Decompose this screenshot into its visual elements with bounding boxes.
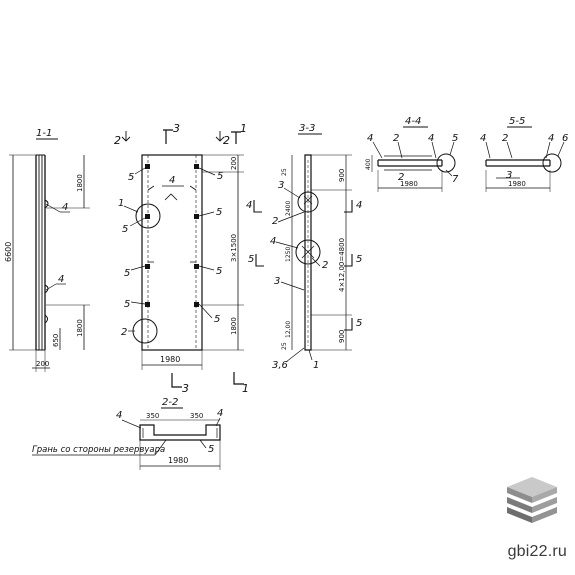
callout-5-h: 5 [214, 314, 220, 325]
cut-5-left: 5 [248, 254, 254, 265]
dim-650: 650 [52, 334, 60, 347]
section-3-3-title: 3-3 [299, 123, 315, 134]
callout-4-5-5-left: 4 [480, 133, 486, 144]
cut-marker-1-top: 1 [240, 122, 247, 135]
section-2-2-title: 2-2 [162, 397, 178, 408]
callout-5-b: 5 [122, 224, 128, 235]
dim-1250: 1250 [285, 247, 292, 262]
cut-4-right: 4 [356, 200, 362, 211]
callout-3-5-5: 3 [506, 170, 512, 181]
slab-middle [507, 497, 557, 513]
detail-circle-4-4 [436, 153, 456, 173]
dim-350-right: 350 [190, 412, 203, 420]
detail-circle-3 [297, 191, 319, 213]
callout-5-a: 5 [128, 172, 134, 183]
callout-5-4-4: 5 [452, 133, 458, 144]
detail-circle-2 [132, 318, 158, 344]
dim-900-top: 900 [338, 169, 346, 182]
callout-2-4-4: 2 [393, 133, 399, 144]
callout-4-4-4-left: 4 [367, 133, 373, 144]
dim-400: 400 [365, 158, 372, 170]
callout-2-3-3-right: 2 [322, 260, 328, 271]
dim-1800-top: 1800 [76, 174, 84, 192]
callout-3-b: 3 [274, 276, 280, 287]
callout-4-4-4-right: 4 [428, 133, 434, 144]
callout-5-f: 5 [216, 207, 222, 218]
section-1-1-title: 1-1 [36, 128, 52, 139]
callout-5-d: 5 [124, 299, 130, 310]
dim-12-00: 12,00 [285, 321, 292, 338]
cut-4-left: 4 [246, 200, 252, 211]
dim-350-left: 350 [146, 412, 159, 420]
callout-5-c: 5 [124, 268, 130, 279]
profile-2-2 [139, 424, 221, 441]
cut-marker-2-right: 2 [223, 134, 230, 147]
dim-1980-4-4: 1980 [400, 180, 418, 188]
callout-1: 1 [118, 198, 124, 209]
dim-1800-bottom: 1800 [76, 319, 84, 337]
gbi22-logo-icon [507, 477, 557, 523]
section-3-3: 3-3 25 2400 1250 12,00 25 900 4×12,00=48… [246, 123, 362, 371]
detail-circle-5-5 [542, 153, 562, 173]
callout-5-e: 5 [217, 171, 223, 182]
section-5-5: 5-5 4 2 4 6 3 1980 [480, 116, 568, 192]
dim-25-top: 25 [281, 168, 288, 176]
cut-marker-2-left: 2 [114, 134, 121, 147]
callout-4-lower: 4 [58, 274, 64, 285]
section-2-2: 2-2 350 350 4 4 5 Грань со стороны резер… [32, 397, 223, 470]
dim-200-front: 200 [230, 157, 238, 170]
profile-5-5 [485, 159, 551, 167]
callout-5-2-2: 5 [208, 444, 214, 455]
callout-4-2-2-right: 4 [217, 408, 223, 419]
callout-4-5-5-right: 4 [548, 133, 554, 144]
callout-1-3-3: 1 [313, 360, 319, 371]
dim-200: 200 [36, 360, 49, 368]
callout-2-5-5: 2 [502, 133, 508, 144]
site-watermark: gbi22.ru [507, 543, 567, 560]
slab-bottom [507, 507, 557, 523]
slab-top [507, 477, 557, 503]
callout-4-upper: 4 [62, 202, 68, 213]
callout-4-2-2-left: 4 [116, 410, 122, 421]
embedded-plates [145, 164, 199, 307]
panel-side-view [35, 154, 49, 351]
dim-2400: 2400 [285, 201, 292, 216]
cut-marker-3-top: 3 [173, 122, 180, 135]
callout-7: 7 [452, 174, 459, 185]
callout-3-a: 3 [278, 180, 284, 191]
section-4-4: 4-4 4 2 4 5 2 7 400 1980 [365, 116, 459, 192]
front-view: 2 3 2 1 5 1 5 [114, 122, 249, 395]
detail-circle-1 [135, 203, 161, 229]
callout-2-4-4-low: 2 [398, 172, 404, 183]
callout-4-center: 4 [169, 175, 175, 186]
panel-front-outline [141, 154, 203, 351]
callout-5-g: 5 [216, 266, 222, 277]
callout-2-3-3: 2 [272, 216, 278, 227]
dim-1980-5-5: 1980 [508, 180, 526, 188]
dim-pitch-3-3: 4×12,00=4800 [338, 238, 346, 292]
section-1-1: 1-1 6600 1800 1800 650 200 [4, 128, 90, 372]
cut-5-right-low: 5 [356, 318, 362, 329]
profile-4-4 [377, 159, 443, 167]
dim-1980-2-2: 1980 [168, 456, 188, 465]
dim-1800-front: 1800 [230, 317, 238, 335]
callout-4-3-3: 4 [270, 236, 276, 247]
callout-3-6: 3,6 [272, 360, 288, 371]
section-4-4-title: 4-4 [405, 116, 421, 127]
callout-2-front: 2 [121, 327, 127, 338]
cut-marker-3-bottom: 3 [182, 382, 189, 395]
cut-5-right: 5 [356, 254, 362, 265]
dim-1980-front: 1980 [160, 355, 180, 364]
section-5-5-title: 5-5 [509, 116, 525, 127]
dim-25-bottom: 25 [281, 342, 288, 350]
note-tank-side: Грань со стороны резервуара [32, 445, 165, 455]
cut-marker-1-bottom: 1 [242, 382, 249, 395]
dim-900-bottom: 900 [338, 330, 346, 343]
dim-6600: 6600 [4, 242, 13, 262]
detail-circle-4 [295, 239, 321, 265]
callout-6: 6 [562, 133, 568, 144]
dim-pitch: 3×1500 [230, 234, 238, 262]
